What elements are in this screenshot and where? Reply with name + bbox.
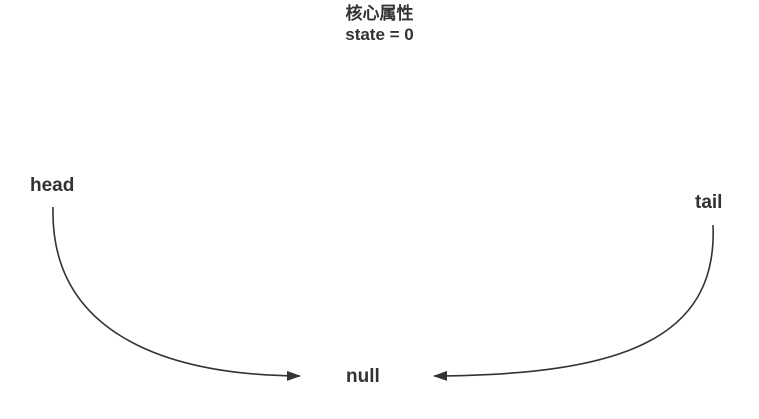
head-to-null-arrow xyxy=(52,206,301,381)
null-label: null xyxy=(346,366,380,387)
head-label: head xyxy=(30,175,75,196)
tail-label: tail xyxy=(695,192,723,213)
tail-to-null-arrow xyxy=(433,224,714,381)
state-value-label: state = 0 xyxy=(345,25,414,44)
core-attributes-heading: 核心属性 xyxy=(345,4,414,23)
title-block: 核心属性 state = 0 xyxy=(0,3,759,45)
